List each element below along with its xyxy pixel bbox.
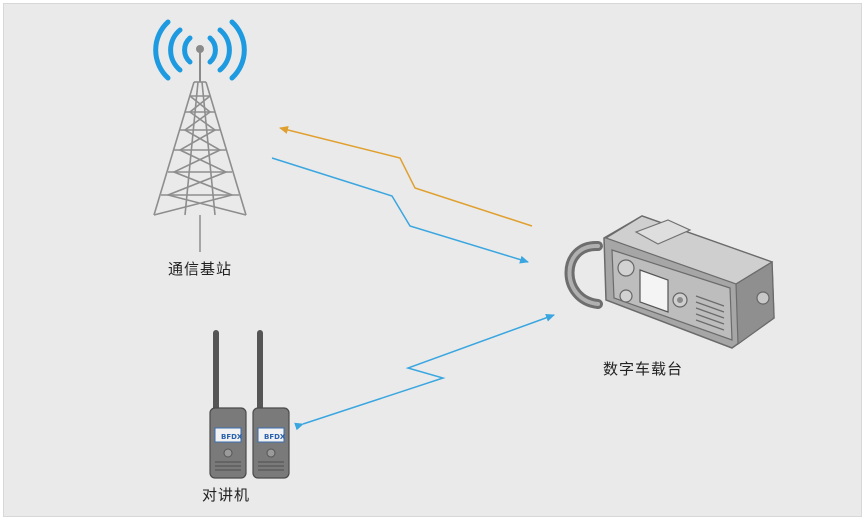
signal-waves-icon	[153, 19, 247, 81]
base-station-label: 通信基站	[168, 260, 233, 278]
vehicle-radio-label: 数字车载台	[603, 360, 684, 378]
vehicle-radio-icon	[564, 215, 775, 349]
svg-text:BFDX: BFDX	[264, 433, 286, 441]
cell-tower-icon	[153, 19, 247, 252]
link-tower-to-radio	[271, 157, 529, 264]
walkie-talkie-icon: BFDX BFDX	[209, 330, 290, 479]
walkie-talkie-label: 对讲机	[202, 486, 251, 504]
svg-text:BFDX: BFDX	[221, 433, 243, 441]
link-radio-walkie-talkies	[294, 313, 555, 431]
link-radio-to-tower	[279, 126, 533, 227]
